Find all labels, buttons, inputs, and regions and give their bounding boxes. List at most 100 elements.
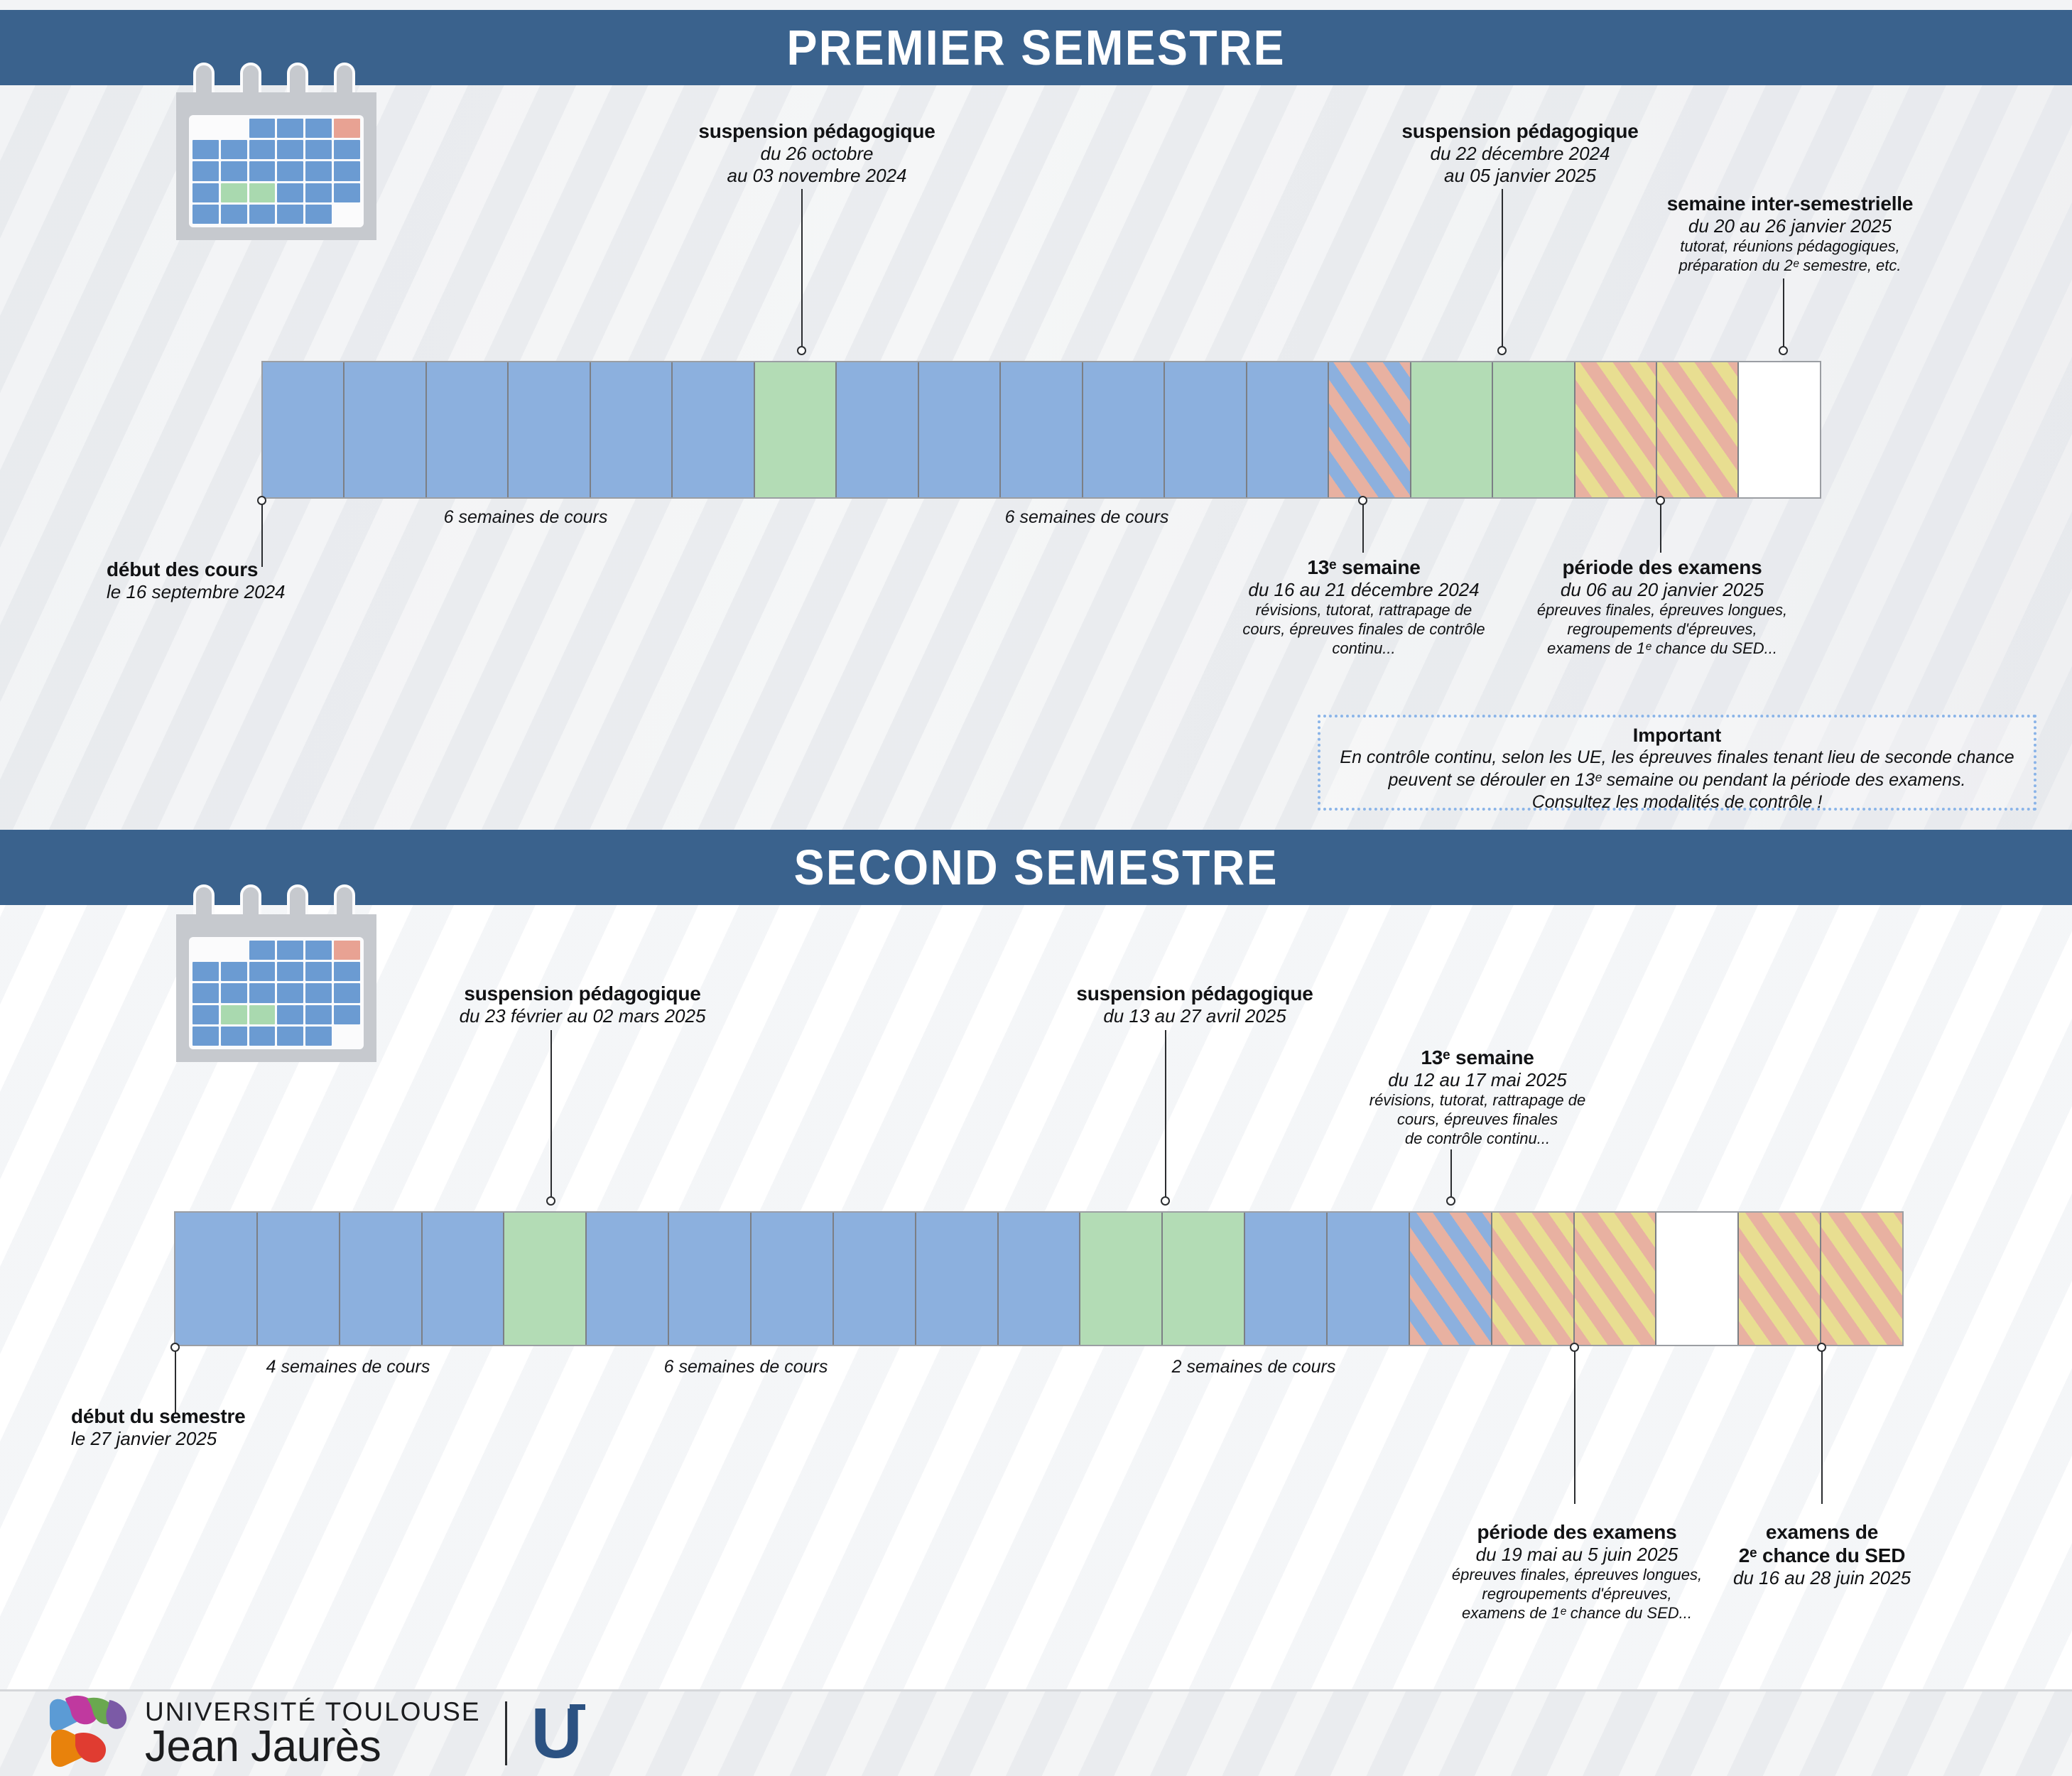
timeline-segment-blue [422,1213,505,1345]
timeline-segment-blue [673,362,755,497]
footer-divider [0,1689,2072,1691]
annotation-title: suspension pédagogique [1401,120,1639,142]
timeline-segment-blue [590,362,673,497]
leader-dot [1779,346,1788,355]
annotation-suspension-1: suspension pédagogique du 26 octobre au … [618,119,1016,187]
annotation-subtitle: le 16 septembre 2024 [107,581,286,603]
annotation-detail: cours, épreuves finales de contrôle [1242,620,1485,639]
important-line: En contrôle continu, selon les UE, les é… [1340,747,2014,767]
timeline-segment-green [1411,362,1494,497]
annotation-title: période des examens [1477,1521,1677,1543]
annotation-suspension-2: suspension pédagogique du 13 au 27 avril… [1010,982,1379,1027]
annotation-detail: continu... [1332,639,1396,657]
footer-background [0,1691,2072,1776]
timeline-segment-stripe-yellow [1574,1213,1657,1345]
leader-line [1783,278,1784,348]
leader-line [261,504,263,567]
annotation-title: 13ᵉ semaine [1307,556,1421,578]
annotation-title: suspension pédagogique [464,982,701,1005]
timeline-segment-blue [752,1213,834,1345]
timeline-segment-green [1080,1213,1164,1345]
annotation-title: début du semestre [71,1405,246,1427]
timeline-segment-white [1739,362,1820,497]
leader-line [550,1030,552,1201]
annotation-title: 13ᵉ semaine [1421,1046,1534,1068]
annotation-detail: épreuves finales, épreuves longues, [1536,601,1788,619]
annotation-subtitle: du 19 mai au 5 juin 2025 [1475,1544,1678,1566]
annotation-title: 2ᵉ chance du SED [1738,1544,1906,1567]
semester1-timeline-bar [261,361,1821,499]
timeline-segment-blue [1247,362,1330,497]
leader-line [1362,504,1364,553]
leader-dot [797,346,806,355]
logo-mark-icon [44,1694,135,1772]
timeline-segment-stripe-yellow [1821,1213,1903,1345]
timeline-segment-blue [1328,1213,1410,1345]
logo-line-1: UNIVERSITÉ TOULOUSE [145,1696,481,1726]
calendar-grid [189,115,364,227]
timeline-segment-stripe-yellow [1656,362,1740,497]
leader-dot [1497,346,1507,355]
timeline-segment-stripe-blue [1409,1213,1492,1345]
annotation-detail: examens de 1ᵉ chance du SED... [1546,639,1778,657]
timeline-segment-white [1656,1213,1740,1345]
annotation-subtitle: du 16 au 21 décembre 2024 [1248,579,1480,601]
annotation-subtitle: le 27 janvier 2025 [71,1428,217,1450]
annotation-detail: épreuves finales, épreuves longues, [1451,1566,1703,1584]
timeline-segment-stripe-yellow [1575,362,1657,497]
logo-u-mark: U [531,1698,585,1769]
timeline-segment-green [504,1213,587,1345]
semester2-title: SECOND SEMESTRE [793,840,1279,895]
annotation-subtitle: du 12 au 17 mai 2025 [1388,1069,1567,1091]
timeline-segment-blue [426,362,509,497]
timeline-segment-stripe-yellow [1739,1213,1822,1345]
important-line: Consultez les modalités de contrôle ! [1531,792,1823,812]
annotation-subtitle: du 06 au 20 janvier 2025 [1560,579,1764,601]
annotation-subtitle: du 23 février au 02 mars 2025 [459,1005,706,1027]
important-line: peuvent se dérouler en 13ᵉ semaine ou pe… [1388,769,1966,790]
annotation-treizieme-semaine: 13ᵉ semaine du 16 au 21 décembre 2024 ré… [1200,556,1527,659]
annotation-semaine-inter-semestrielle: semaine inter-semestrielle du 20 au 26 j… [1602,192,1978,276]
timeline-segment-blue [587,1213,670,1345]
leader-dot [546,1196,555,1206]
timeline-segment-stripe-blue [1329,362,1411,497]
annotation-detail: préparation du 2ᵉ semestre, etc. [1678,256,1902,275]
annotation-detail: révisions, tutorat, rattrapage de [1369,1091,1586,1110]
leader-line [1165,1030,1166,1201]
annotation-detail: de contrôle continu... [1404,1129,1551,1147]
annotation-suspension-2: suspension pédagogique du 22 décembre 20… [1321,119,1719,187]
important-title: Important [1632,725,1722,746]
annotation-subtitle: du 26 octobre [760,143,874,165]
timeline-segment-green [1493,362,1575,497]
logo-divider [504,1701,507,1765]
annotation-title: début des cours [107,558,259,580]
semester2-timeline-bar [174,1211,1904,1346]
timeline-segment-blue [916,1213,999,1345]
leader-line [175,1351,176,1414]
week-count-label: 4 semaines de cours [266,1357,430,1377]
timeline-segment-blue [837,362,919,497]
leader-dot [1161,1196,1170,1206]
timeline-segment-blue [1165,362,1247,497]
annotation-debut-du-semestre: début du semestre le 27 janvier 2025 [71,1404,369,1450]
annotation-subtitle: au 03 novembre 2024 [727,165,907,187]
calendar-body [176,92,376,240]
annotation-subtitle: du 13 au 27 avril 2025 [1103,1005,1286,1027]
annotation-subtitle: au 05 janvier 2025 [1444,165,1596,187]
timeline-segment-blue [1083,362,1166,497]
annotation-suspension-1: suspension pédagogique du 23 février au … [398,982,767,1027]
logo-line-2: Jean Jaurès [145,1721,381,1771]
annotation-title: période des examens [1562,556,1762,578]
timeline-segment-blue [1001,362,1083,497]
annotation-title: semaine inter-semestrielle [1666,193,1914,215]
annotation-examens-2e-chance-sed: examens de 2ᵉ chance du SED du 16 au 28 … [1669,1520,1975,1589]
leader-line [1574,1351,1575,1504]
annotation-detail: regroupements d'épreuves, [1482,1585,1672,1603]
timeline-segment-blue [175,1213,258,1345]
timeline-segment-blue [1245,1213,1328,1345]
timeline-segment-blue [998,1213,1081,1345]
timeline-segment-blue [257,1213,340,1345]
week-count-label: 6 semaines de cours [663,1357,828,1377]
university-logo: UNIVERSITÉ TOULOUSE Jean Jaurès U [44,1691,683,1776]
